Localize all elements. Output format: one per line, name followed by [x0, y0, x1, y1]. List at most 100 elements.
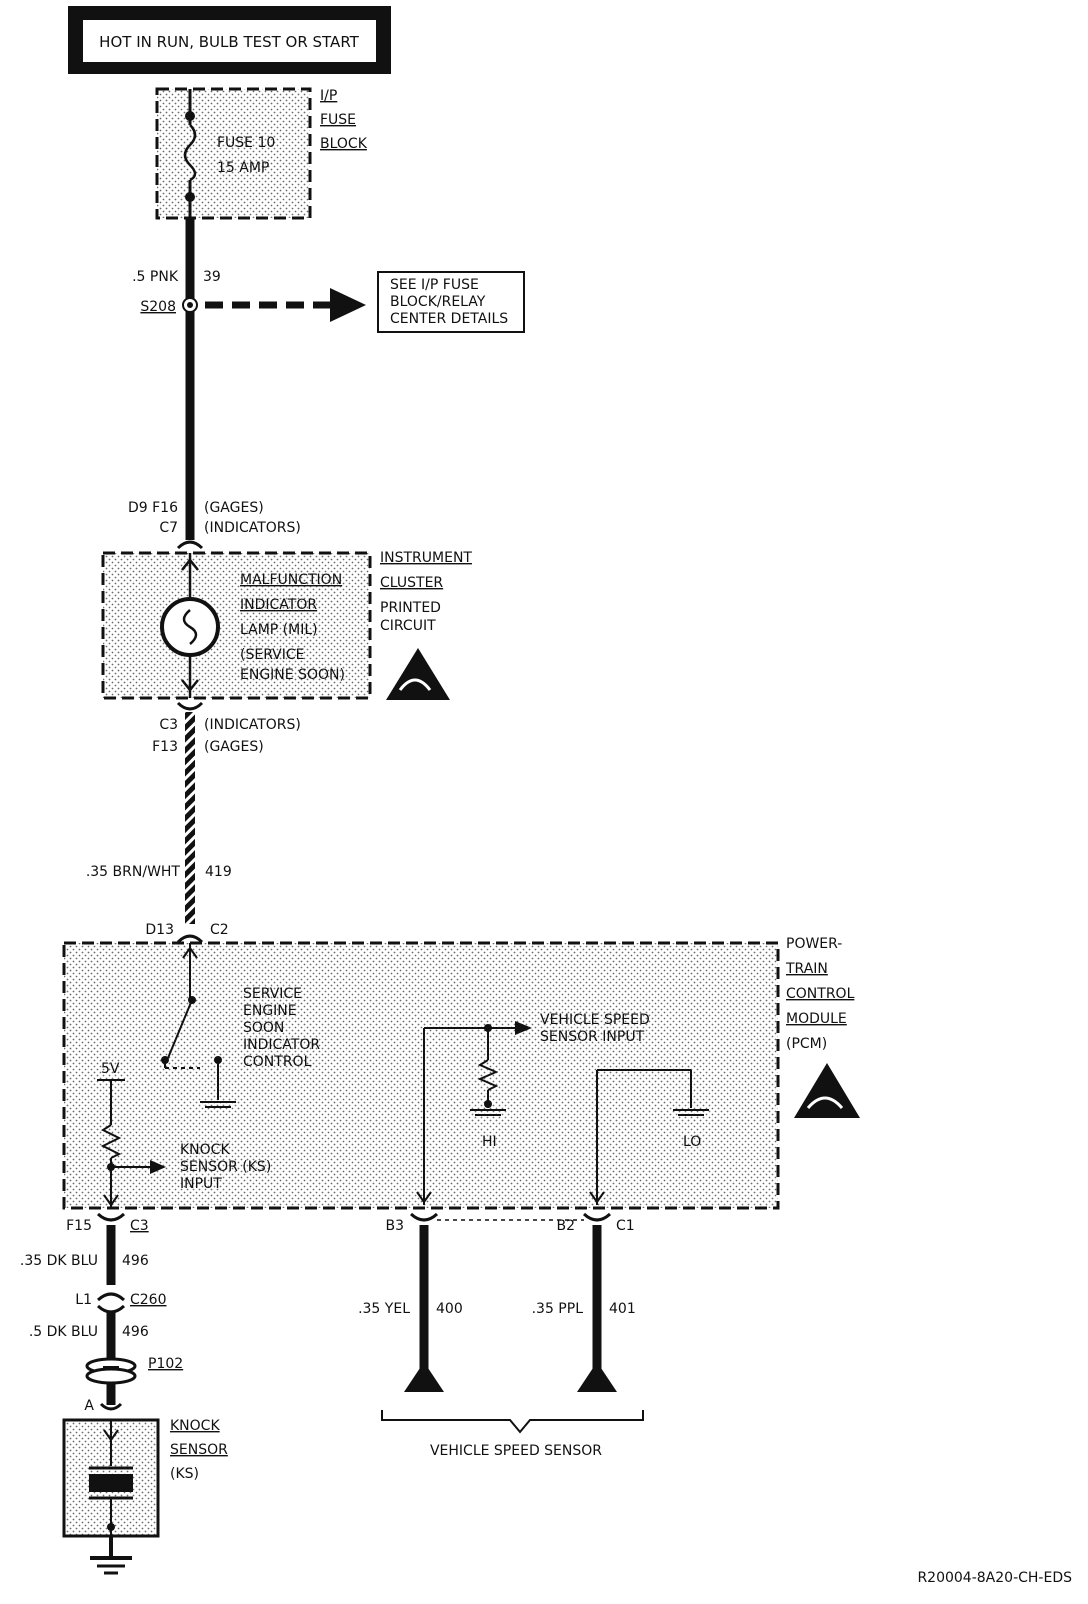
- ses-3: SOON: [243, 1020, 284, 1036]
- wire-yel-circuit: 400: [436, 1301, 463, 1317]
- splice-s208: S208 SEE I/P FUSE BLOCK/RELAY CENTER DET…: [140, 271, 525, 333]
- lamp-line-5: ENGINE SOON): [240, 667, 345, 683]
- ground-icon: [470, 1109, 506, 1116]
- wire-pnk-circuit: 39: [203, 269, 221, 285]
- fuse-rating: 15 AMP: [217, 160, 269, 176]
- pcm-in-connector: C2: [210, 922, 229, 938]
- knock-sensor: KNOCK SENSOR (KS): [62, 1418, 228, 1538]
- pcm-name-5: (PCM): [786, 1036, 827, 1052]
- cluster-name-4: CIRCUIT: [380, 618, 436, 634]
- ground-icon: [90, 1556, 132, 1575]
- cluster-in-pins: D9 F16: [128, 500, 178, 516]
- fuse-block-name-1: I/P: [320, 88, 337, 104]
- connector-c3-cluster: [176, 701, 204, 711]
- wire-ppl-label: .35 PPL: [532, 1301, 584, 1317]
- ks-pin-a: A: [84, 1398, 94, 1414]
- splice-ref-3: CENTER DETAILS: [390, 311, 508, 327]
- vss-input-2: SENSOR INPUT: [540, 1029, 645, 1045]
- vss-lo-pin: B2: [556, 1218, 575, 1234]
- header-title: HOT IN RUN, BULB TEST OR START: [99, 33, 359, 51]
- inline-connector: C260: [130, 1292, 167, 1308]
- cluster-out-pins: F13: [152, 739, 178, 755]
- pcm-name-4: MODULE: [786, 1011, 847, 1027]
- arrow-right-icon: [330, 288, 366, 322]
- cluster-name-1: INSTRUMENT: [380, 550, 472, 566]
- wire-brn-circuit: 419: [205, 864, 232, 880]
- vss-lo: LO: [683, 1134, 701, 1150]
- ks-name-1: KNOCK: [170, 1418, 220, 1434]
- ks-input-3: INPUT: [180, 1176, 222, 1192]
- ks-input-1: KNOCK: [180, 1142, 230, 1158]
- footer-code: R20004-8A20-CH-EDS: [917, 1570, 1072, 1586]
- cluster-name-2: CLUSTER: [380, 575, 443, 591]
- connector-c7: [176, 540, 204, 550]
- ground-icon: [673, 1109, 709, 1116]
- pcm-in-pin: D13: [145, 922, 174, 938]
- lamp-line-2: INDICATOR: [240, 597, 317, 613]
- inline-pin: L1: [75, 1292, 92, 1308]
- cluster-out-tag2: (GAGES): [204, 739, 264, 755]
- wire-pnk-label: .5 PNK: [132, 269, 179, 285]
- ks-name-3: (KS): [170, 1466, 199, 1482]
- cluster-in-tag1: (GAGES): [204, 500, 264, 516]
- lamp-line-1: MALFUNCTION: [240, 572, 342, 588]
- wire-dkblu2-label: .5 DK BLU: [29, 1324, 98, 1340]
- piezo-element-icon: [89, 1474, 133, 1492]
- cluster-in-connector: C7: [159, 520, 178, 536]
- arrow-right-icon: [150, 1160, 166, 1174]
- p102-id: P102: [148, 1356, 183, 1372]
- resistor-icon: [477, 1059, 499, 1091]
- ses-1: SERVICE: [243, 986, 302, 1002]
- pcm-name-2: TRAIN: [785, 961, 828, 977]
- splice-ref-1: SEE I/P FUSE: [390, 277, 479, 293]
- splice-id: S208: [140, 299, 176, 315]
- wire-dkblu2-circuit: 496: [122, 1324, 149, 1340]
- wire-dkblu1-circuit: 496: [122, 1253, 149, 1269]
- wire-yel-label: .35 YEL: [358, 1301, 410, 1317]
- wire-brn-label: .35 BRN/WHT: [86, 864, 181, 880]
- voltage-5v: 5V: [101, 1061, 120, 1077]
- lamp-line-3: LAMP (MIL): [240, 622, 318, 638]
- vss-bracket: [381, 1410, 644, 1434]
- vss-hi: HI: [482, 1134, 497, 1150]
- cluster-out-connector: C3: [159, 717, 178, 733]
- cluster-in-tag2: (INDICATORS): [204, 520, 301, 536]
- header-box: HOT IN RUN, BULB TEST OR START: [68, 6, 391, 74]
- fuse-label: FUSE 10: [217, 135, 275, 151]
- cluster-out-tag1: (INDICATORS): [204, 717, 301, 733]
- fuse-block-name-3: BLOCK: [320, 136, 368, 152]
- terminal-icon: [577, 1362, 617, 1392]
- splice-ref-2: BLOCK/RELAY: [390, 294, 486, 310]
- pcm-name-3: CONTROL: [786, 986, 855, 1002]
- esd-warning-icon: [386, 648, 450, 700]
- vss-hi-pin: B3: [385, 1218, 404, 1234]
- pcm-name-1: POWER-: [786, 936, 842, 952]
- fuse-icon: [183, 124, 197, 182]
- resistor-icon: [100, 1124, 122, 1159]
- ground-icon: [200, 1101, 236, 1108]
- vss-lo-conn: C1: [616, 1218, 635, 1234]
- fuse-block-name-2: FUSE: [320, 112, 356, 128]
- arrow-right-icon: [515, 1021, 532, 1035]
- ses-5: CONTROL: [243, 1054, 312, 1070]
- ses-4: INDICATOR: [243, 1037, 320, 1053]
- vss-name: VEHICLE SPEED SENSOR: [430, 1443, 602, 1459]
- terminal-icon: [404, 1362, 444, 1392]
- wire-brn-wht: [185, 712, 195, 924]
- vss-input-1: VEHICLE SPEED: [540, 1012, 650, 1028]
- cluster-name-3: PRINTED: [380, 600, 441, 616]
- lamp-line-4: (SERVICE: [240, 647, 304, 663]
- instrument-cluster: MALFUNCTION INDICATOR LAMP (MIL) (SERVIC…: [101, 550, 472, 700]
- ks-input-2: SENSOR (KS): [180, 1159, 271, 1175]
- ks-name-2: SENSOR: [170, 1442, 228, 1458]
- pcm-module: SERVICE ENGINE SOON INDICATOR CONTROL 5V…: [62, 936, 860, 1210]
- ks-pin: F15: [66, 1218, 92, 1234]
- p102-grommet: P102: [85, 1356, 183, 1385]
- ks-conn: C3: [130, 1218, 149, 1234]
- wire-dkblu1-label: .35 DK BLU: [20, 1253, 98, 1269]
- esd-warning-icon: [794, 1063, 860, 1118]
- ses-2: ENGINE: [243, 1003, 297, 1019]
- wire-ppl-circuit: 401: [609, 1301, 636, 1317]
- fuse-block: FUSE 10 15 AMP I/P FUSE BLOCK: [155, 87, 368, 220]
